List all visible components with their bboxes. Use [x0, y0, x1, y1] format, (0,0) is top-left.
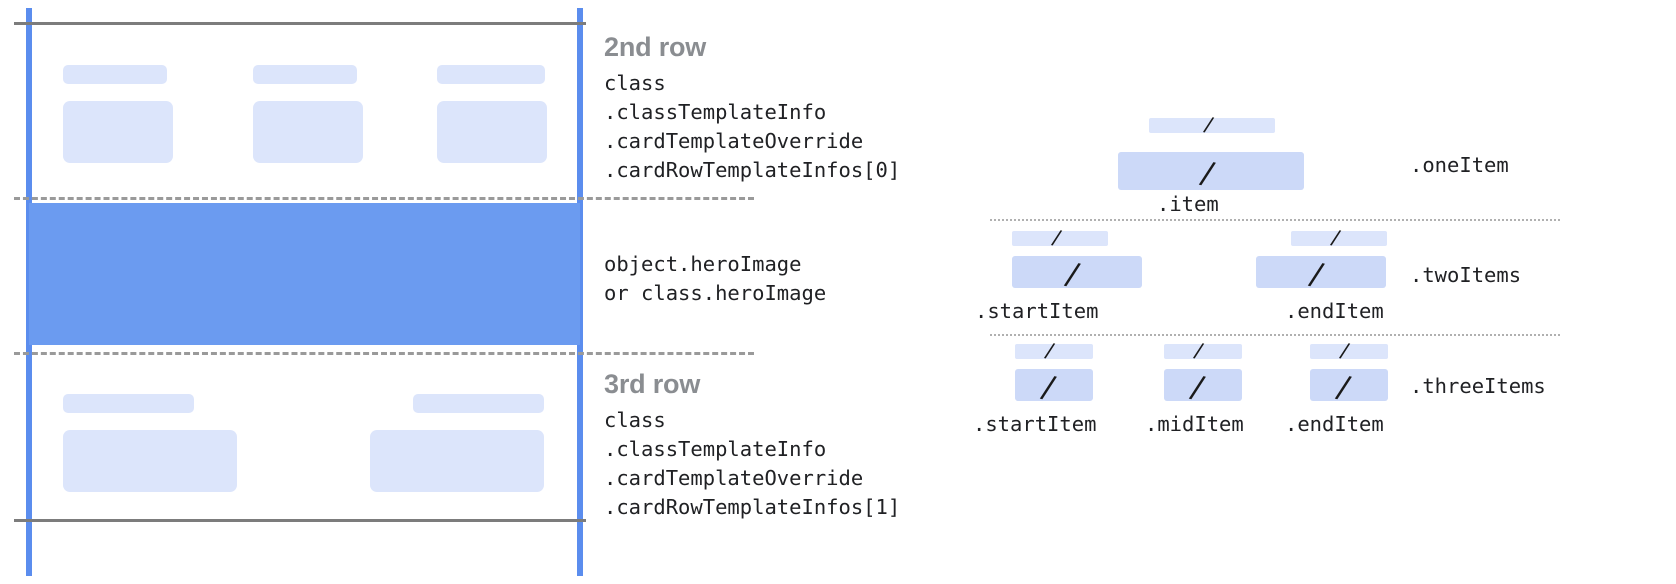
two-items-start-label: .startItem — [975, 299, 1099, 323]
row1-annotation: 2nd row class .classTemplateInfo .cardTe… — [604, 32, 900, 185]
one-item-slot-label: .item — [1157, 192, 1219, 216]
group-divider-2 — [990, 334, 1560, 336]
hero-code-path: object.heroImage or class.heroImage — [604, 252, 827, 305]
hero-annotation: object.heroImage or class.heroImage — [604, 250, 826, 308]
row1-code-path: class .classTemplateInfo .cardTemplateOv… — [604, 71, 901, 182]
one-item-group-label: .oneItem — [1410, 153, 1509, 177]
item-arrangement-diagram: / / .item .oneItem / / .startItem / / .e… — [960, 0, 1676, 584]
three-items-end-main-chip — [1310, 369, 1388, 401]
three-items-end-label: .endItem — [1285, 412, 1384, 436]
row1-title: 2nd row — [604, 32, 707, 62]
row1-item2-value-chip — [253, 101, 363, 163]
two-items-end-main-chip — [1256, 256, 1386, 288]
two-items-start-top-chip — [1012, 231, 1108, 246]
row2-annotation: 3rd row class .classTemplateInfo .cardTe… — [604, 369, 900, 522]
row2-item1-value-chip — [63, 430, 237, 492]
three-items-start-label: .startItem — [973, 412, 1097, 436]
row1-item3-value-chip — [437, 101, 547, 163]
row2-item2-value-chip — [370, 430, 544, 492]
row-separator-1 — [14, 197, 754, 200]
three-items-end-top-chip — [1310, 344, 1388, 359]
group-divider-1 — [990, 219, 1560, 221]
three-items-group-label: .threeItems — [1410, 374, 1546, 398]
row-separator-2 — [14, 352, 754, 355]
two-items-end-label: .endItem — [1285, 299, 1384, 323]
row2-item2-label-chip — [413, 394, 544, 413]
three-items-mid-main-chip — [1164, 369, 1242, 401]
right-guide-rail — [577, 8, 583, 576]
card-template-diagram — [0, 0, 754, 584]
row1-item2-label-chip — [253, 65, 357, 84]
two-items-start-main-chip — [1012, 256, 1142, 288]
row2-code-path: class .classTemplateInfo .cardTemplateOv… — [604, 408, 901, 519]
three-items-mid-top-chip — [1164, 344, 1242, 359]
one-item-top-chip — [1149, 118, 1275, 133]
two-items-end-top-chip — [1291, 231, 1387, 246]
row2-title: 3rd row — [604, 369, 701, 399]
one-item-main-chip — [1118, 152, 1304, 190]
row2-item1-label-chip — [63, 394, 194, 413]
row1-item1-label-chip — [63, 65, 167, 84]
row1-item3-label-chip — [437, 65, 545, 84]
three-items-start-top-chip — [1015, 344, 1093, 359]
three-items-mid-label: .midItem — [1145, 412, 1244, 436]
card-top-boundary — [14, 22, 586, 25]
card-bottom-boundary — [14, 519, 586, 522]
two-items-group-label: .twoItems — [1410, 263, 1522, 287]
three-items-start-main-chip — [1015, 369, 1093, 401]
row1-item1-value-chip — [63, 101, 173, 163]
hero-image-band — [29, 203, 580, 345]
